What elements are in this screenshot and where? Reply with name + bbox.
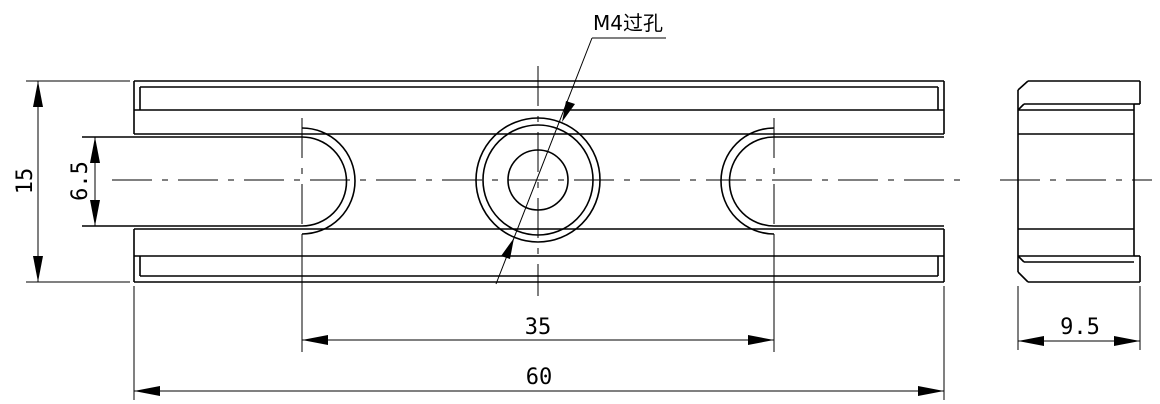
side-view	[1000, 80, 1152, 283]
dimension-label-60: 60	[526, 365, 553, 390]
dimension-60: 60	[133, 286, 945, 400]
hole-note: M4过孔	[593, 11, 663, 35]
right-slot	[720, 127, 944, 235]
hole-callout: M4过孔	[495, 11, 666, 285]
dimension-9-5: 9.5	[1017, 286, 1141, 350]
dimension-15: 15	[13, 80, 130, 283]
left-slot	[82, 127, 356, 235]
dimension-label-35: 35	[525, 315, 552, 340]
dimension-35: 35	[301, 240, 775, 352]
dimension-label-9-5: 9.5	[1060, 315, 1100, 340]
dimension-label-15: 15	[13, 168, 38, 195]
dimension-6-5: 6.5	[68, 137, 100, 226]
front-view	[82, 66, 964, 296]
dimension-label-6-5: 6.5	[68, 161, 93, 201]
